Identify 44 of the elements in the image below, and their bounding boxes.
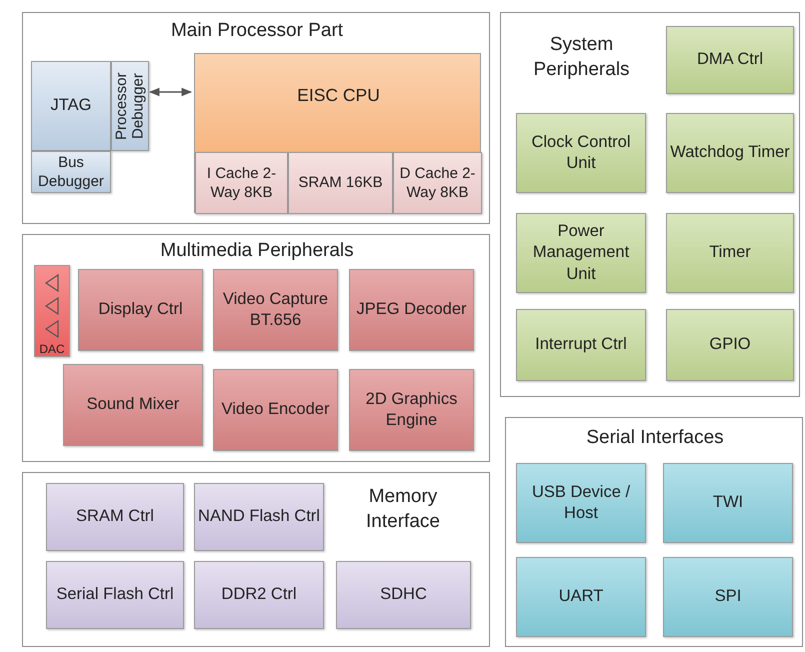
- component-block: DDR2 Ctrl: [194, 561, 324, 629]
- component-block: USB Device / Host: [516, 463, 646, 543]
- component-block: D Cache 2-Way 8KB: [393, 152, 482, 214]
- component-block: Timer: [666, 213, 794, 293]
- section-panel: [22, 12, 490, 224]
- component-block: [34, 265, 70, 357]
- vertical-label: Processor Debugger: [114, 71, 146, 142]
- cpu-block: [194, 53, 481, 213]
- component-block: Display Ctrl: [78, 269, 203, 351]
- component-block: SPI: [663, 557, 793, 637]
- block-title: EISC CPU: [296, 84, 381, 107]
- component-block: JTAG: [31, 61, 111, 151]
- component-block: Sound Mixer: [63, 364, 203, 446]
- section-title: Main Processor Part: [170, 19, 344, 43]
- section-panel: [22, 234, 490, 462]
- component-block: DMA Ctrl: [666, 26, 794, 94]
- component-block: TWI: [663, 463, 793, 543]
- component-block: Watchdog Timer: [666, 113, 794, 193]
- section-panel: [500, 12, 800, 397]
- component-block: Serial Flash Ctrl: [46, 561, 184, 629]
- component-block: JPEG Decoder: [349, 269, 474, 351]
- component-block: UART: [516, 557, 646, 637]
- component-block: Interrupt Ctrl: [516, 309, 646, 381]
- section-title: Memory Interface: [365, 485, 441, 534]
- section-title: System Peripherals: [532, 33, 631, 82]
- arrow: [148, 88, 192, 96]
- component-block: Power Management Unit: [516, 213, 646, 293]
- component-block: [111, 61, 149, 151]
- dac-label: DAC: [39, 343, 65, 355]
- component-block: SRAM Ctrl: [46, 483, 184, 551]
- section-title: Serial Interfaces: [585, 426, 725, 450]
- component-block: Bus Debugger: [31, 151, 111, 193]
- component-block: Video Encoder: [213, 369, 338, 451]
- section-panel: [22, 472, 490, 647]
- component-block: I Cache 2-Way 8KB: [195, 152, 288, 214]
- component-block: NAND Flash Ctrl: [194, 483, 324, 551]
- component-block: SRAM 16KB: [288, 152, 393, 214]
- section-panel: [505, 417, 803, 647]
- component-block: 2D Graphics Engine: [349, 369, 474, 451]
- component-block: Clock Control Unit: [516, 113, 646, 193]
- component-block: GPIO: [666, 309, 794, 381]
- component-block: SDHC: [336, 561, 471, 629]
- section-title: Multimedia Peripherals: [159, 239, 355, 263]
- component-block: Video Capture BT.656: [213, 269, 338, 351]
